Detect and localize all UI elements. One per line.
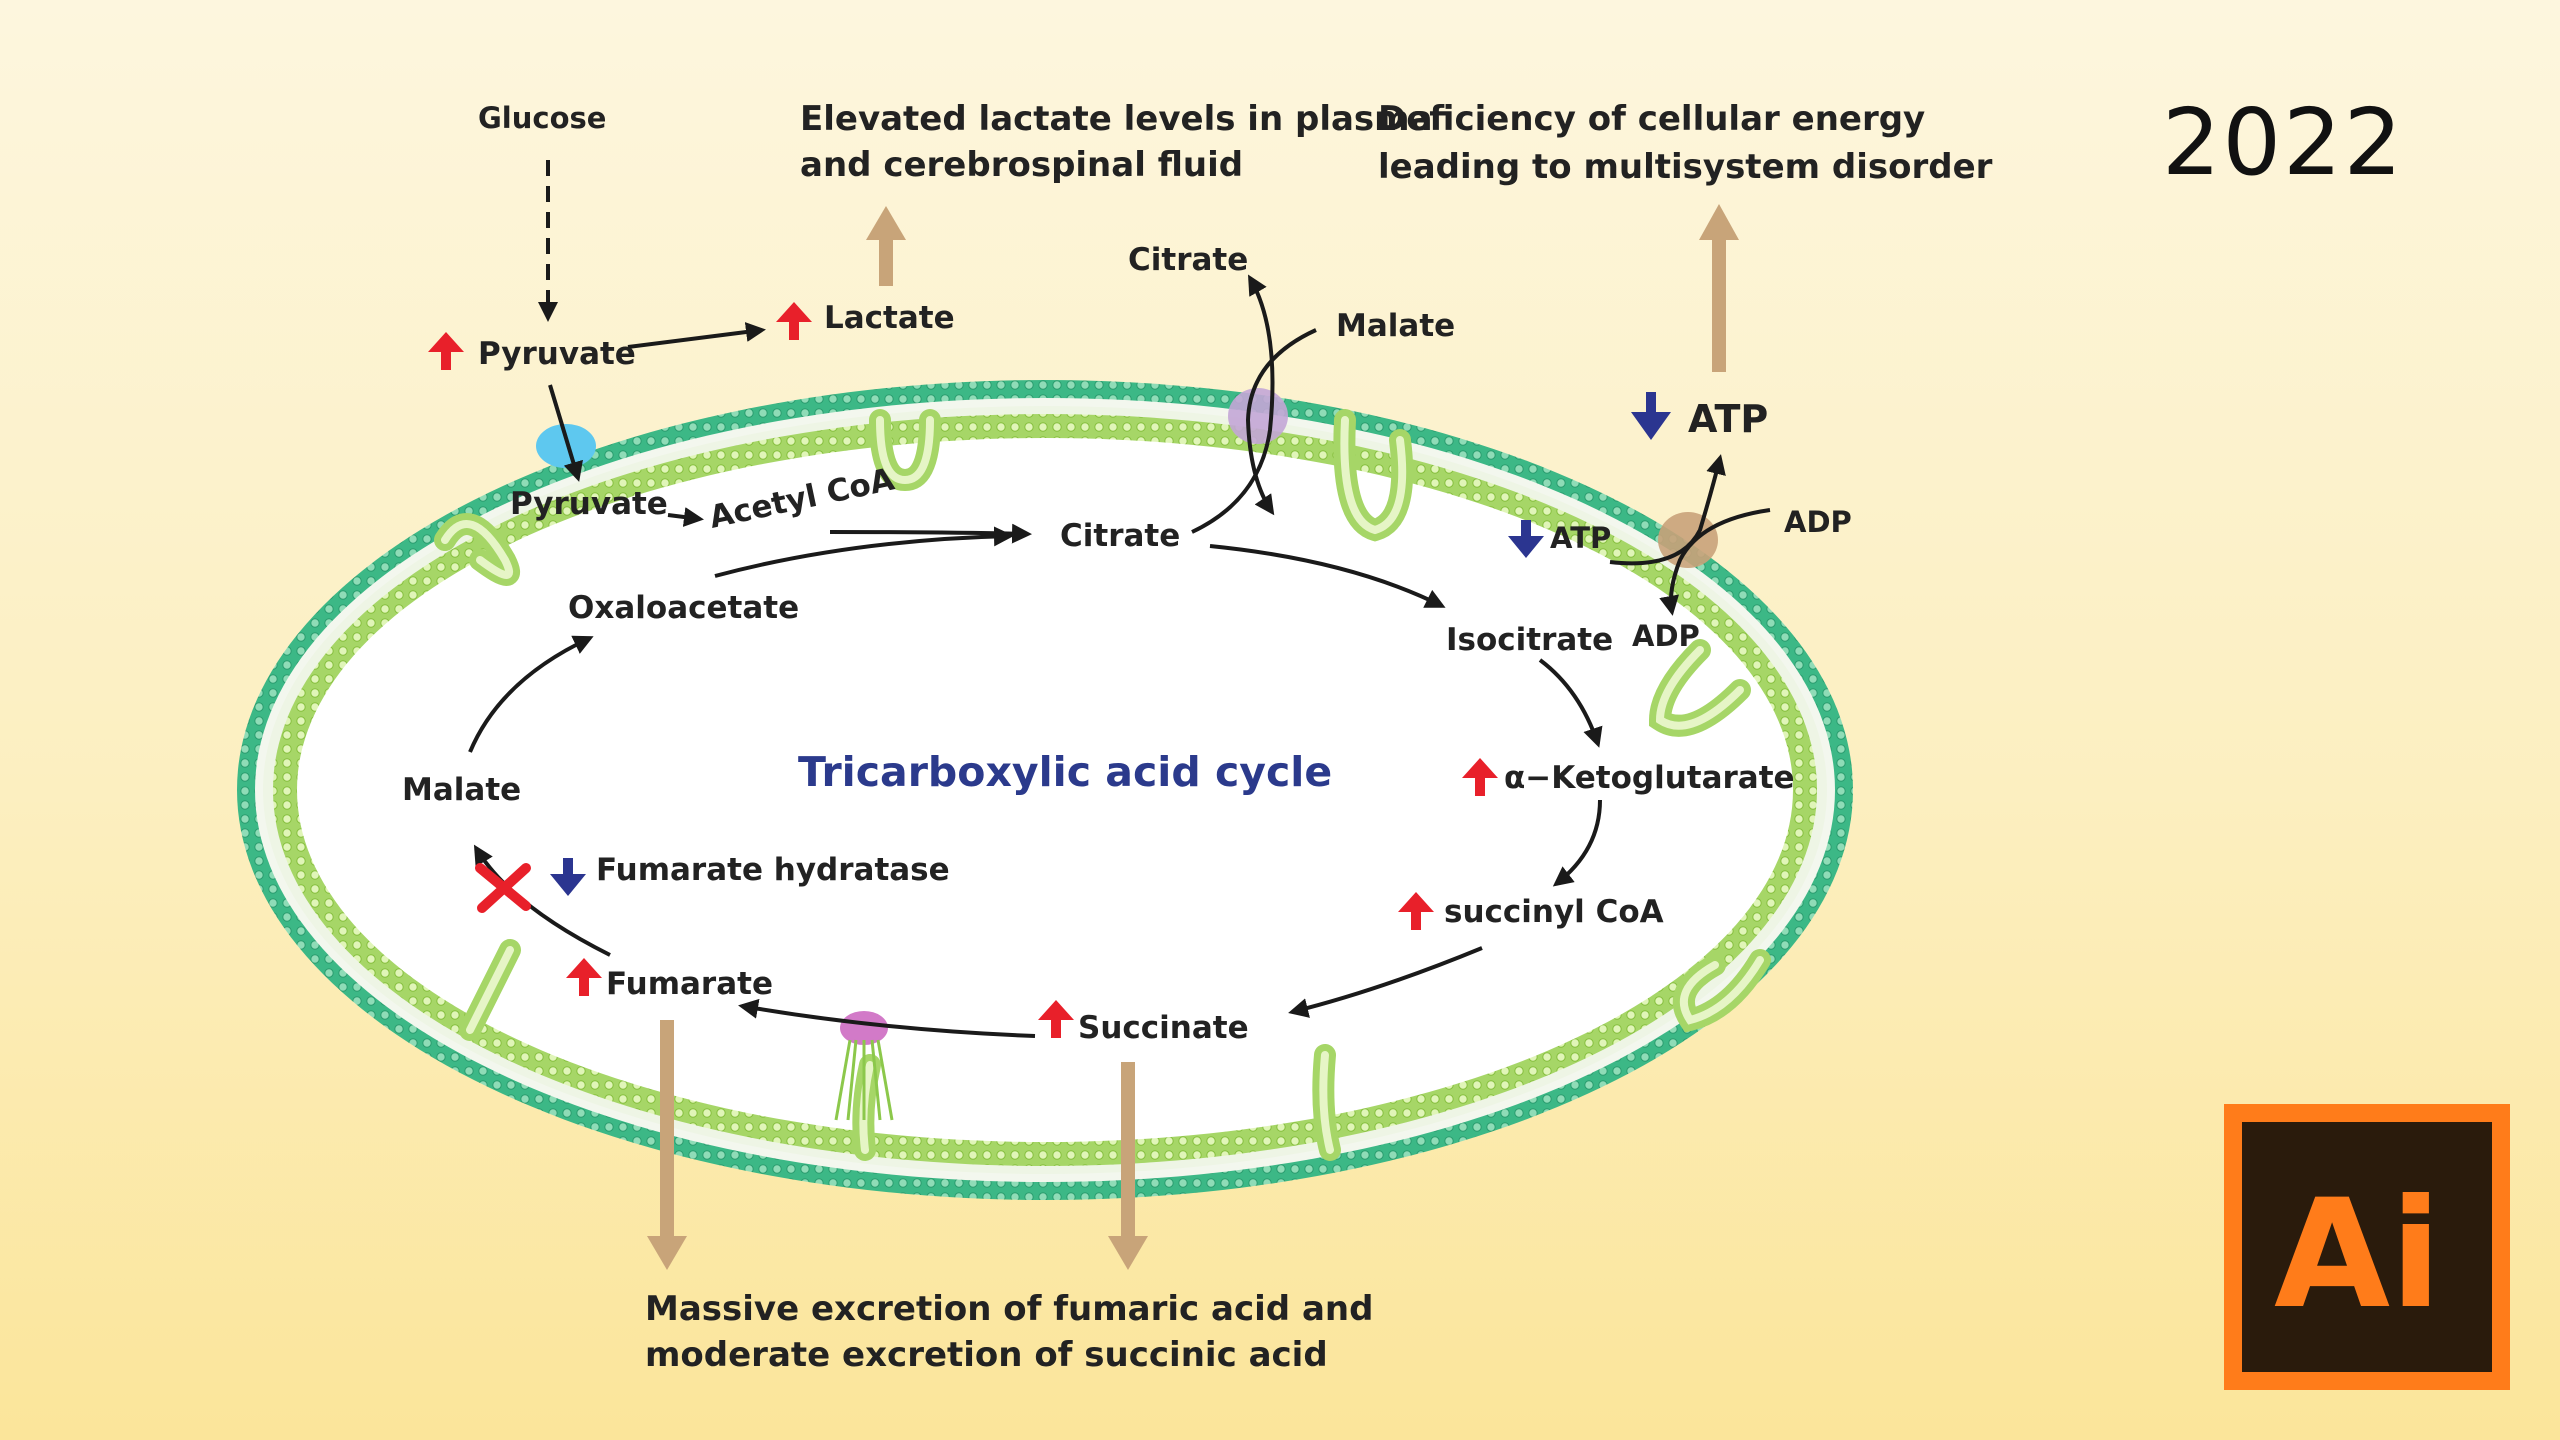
arrow-malate-import [1245, 328, 1317, 516]
pathway-arrows [468, 160, 1771, 1038]
outcome-lactate-line2: and cerebrospinal fluid [800, 145, 1243, 185]
outcome-arrow-lactate [866, 206, 906, 286]
label-malate-matrix: Malate [402, 772, 521, 808]
adobe-illustrator-logo: Ai [2224, 1104, 2510, 1390]
label-atp-outside: ATP [1688, 397, 1768, 441]
arrow-citrate-isocitrate [1209, 544, 1446, 608]
label-isocitrate: Isocitrate [1446, 622, 1613, 658]
outcome-excretion-line2: moderate excretion of succinic acid [645, 1335, 1328, 1375]
indicators [428, 302, 1671, 1038]
label-pyruvate-matrix: Pyruvate [510, 486, 668, 522]
arrow-atp-export [1609, 454, 1726, 566]
arrow-malate-oxaloacetate [468, 635, 594, 753]
increase-icon [1462, 758, 1498, 796]
label-glucose: Glucose [478, 101, 606, 135]
decrease-icon [1631, 392, 1671, 440]
label-citrate-outside: Citrate [1128, 242, 1248, 278]
logo-text: Ai [2274, 1168, 2442, 1342]
outcome-lactate-line1: Elevated lactate levels in plasma [800, 99, 1433, 139]
cycle-title: Tricarboxylic acid cycle [798, 748, 1332, 796]
label-alpha-ketoglutarate: α−Ketoglutarate [1504, 760, 1795, 796]
increase-icon [566, 958, 602, 996]
arrow-akg-succinylcoa [1552, 799, 1602, 887]
label-oxaloacetate: Oxaloacetate [568, 590, 799, 626]
label-malate-outside: Malate [1336, 308, 1455, 344]
label-succinate: Succinate [1078, 1010, 1249, 1046]
arrow-adp-import [1659, 508, 1771, 616]
outcome-arrow-succinic [1108, 1062, 1148, 1270]
label-fumarate: Fumarate [606, 966, 773, 1002]
arrow-pyruvate-lactate [627, 322, 766, 349]
outcome-excretion-line1: Massive excretion of fumaric acid and [645, 1289, 1373, 1329]
label-adp-outside: ADP [1784, 505, 1852, 539]
arrow-isocitrate-akg [1538, 658, 1603, 748]
label-citrate-matrix: Citrate [1060, 518, 1180, 554]
arrow-pyruvate-acetylcoa [667, 507, 704, 527]
succinate-dehydrogenase [840, 1011, 888, 1045]
arrow-citrate-export [1191, 274, 1275, 534]
block-icon [475, 863, 531, 913]
outcome-arrow-energy [1699, 204, 1739, 372]
outcome-arrow-fumaric [647, 1020, 687, 1270]
increase-icon [1038, 1000, 1074, 1038]
decrease-icon [1508, 520, 1544, 558]
arrow-succinate-fumarate [738, 998, 1036, 1038]
increase-icon [1398, 892, 1434, 930]
label-lactate: Lactate [824, 300, 955, 336]
arrow-succinylcoa-succinate [1288, 946, 1483, 1018]
label-succinyl-coa: succinyl CoA [1444, 894, 1664, 930]
arrow-oxaloacetate-citrate [714, 526, 1014, 578]
labels: Glucose Pyruvate Lactate Citrate Malate … [402, 99, 1993, 1375]
label-adp-matrix: ADP [1632, 619, 1700, 653]
succinate-dehydrogenase-stalk [834, 1039, 894, 1121]
decrease-icon [550, 858, 586, 896]
label-atp-matrix: ATP [1550, 521, 1611, 555]
outcome-arrows [647, 204, 1739, 1270]
year-label: 2022 [2162, 89, 2404, 196]
citrate-malate-transporter [1228, 388, 1288, 444]
outcome-energy-line1: Deficiency of cellular energy [1378, 99, 1925, 139]
label-pyruvate-outside: Pyruvate [478, 336, 636, 372]
arrow-acetylcoa-citrate [829, 523, 1032, 544]
outcome-energy-line2: leading to multisystem disorder [1378, 147, 1993, 187]
increase-icon [428, 332, 464, 370]
increase-icon [776, 302, 812, 340]
pyruvate-transporter [536, 424, 596, 468]
arrow-pyruvate-import [548, 384, 583, 482]
label-fumarate-hydratase: Fumarate hydratase [596, 852, 950, 888]
